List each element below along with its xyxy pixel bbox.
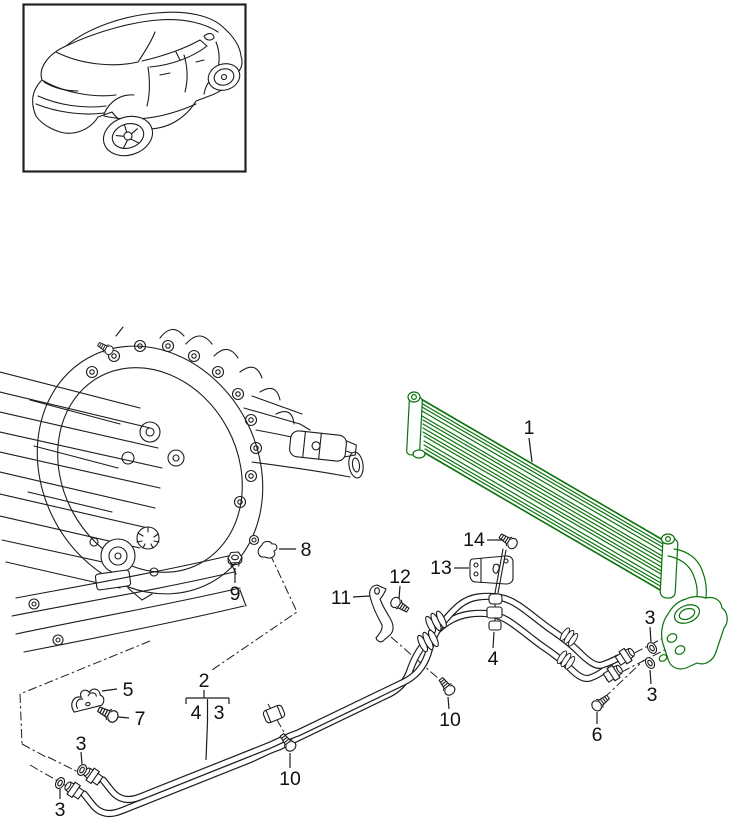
callout-13: 13	[430, 557, 469, 579]
transmission-drawing	[0, 326, 364, 653]
oil-pan	[11, 555, 247, 653]
callout-label: 10	[439, 709, 461, 731]
callout-label: 2	[199, 670, 210, 692]
oil-cooler	[406, 391, 728, 670]
callout-sub-label: 4	[191, 702, 202, 724]
callout-label: 3	[76, 733, 87, 755]
cooler-core	[420, 398, 668, 595]
callout-6: 6	[592, 712, 603, 746]
car-inset	[22, 3, 247, 173]
support-bracket-11	[369, 584, 394, 643]
pipe-fitting	[61, 778, 86, 802]
output-shaft	[243, 395, 364, 479]
pipe-fitting	[613, 644, 638, 668]
callout-label: 8	[301, 539, 312, 561]
callout-label: 4	[488, 648, 499, 670]
callout-10-right: 10	[439, 696, 461, 731]
callout-3-left-upper: 3	[76, 733, 87, 765]
car-line-drawing	[32, 11, 243, 157]
screw-10-right	[436, 675, 458, 698]
oil-pipes	[61, 592, 638, 818]
cooler-manifold	[658, 548, 728, 670]
callout-label: 6	[592, 724, 603, 746]
callout-10-left: 10	[279, 753, 301, 790]
bell-housing	[36, 345, 264, 595]
starter-motor	[289, 430, 357, 462]
mounting-bracket-13	[469, 548, 514, 599]
screw-14	[496, 530, 520, 552]
callouts: 1 2 4 3 3 3 3 3 4 5	[55, 417, 658, 821]
pipe-junction-collar	[423, 608, 449, 636]
callout-label: 3	[55, 799, 66, 821]
callout-8: 8	[279, 539, 311, 561]
housing-face-hubs	[121, 421, 185, 467]
callout-1: 1	[524, 417, 535, 463]
callout-label: 7	[135, 708, 146, 730]
pan-bolts	[28, 598, 64, 646]
car-rear-wheel	[102, 115, 154, 157]
callout-sub-label: 3	[214, 702, 225, 724]
car-front-wheel	[207, 63, 241, 91]
pipe-coupling	[557, 625, 581, 649]
callout-7: 7	[117, 708, 146, 730]
cooler-right-tank	[659, 533, 679, 599]
callout-label: 1	[524, 417, 535, 439]
o-ring	[644, 640, 660, 656]
nut-9	[227, 551, 243, 567]
callout-label: 3	[645, 607, 656, 629]
callout-4: 4	[488, 631, 499, 670]
cooler-left-tank	[406, 391, 426, 459]
callout-label: 12	[389, 566, 411, 588]
o-ring	[642, 655, 658, 671]
bolt-7	[95, 703, 121, 725]
engine-bolt-icon	[95, 339, 116, 357]
callout-label: 3	[647, 684, 658, 706]
pipe-clamp	[71, 688, 105, 713]
hardware	[53, 530, 660, 791]
callout-label: 14	[463, 529, 485, 551]
pipe-clip-4	[486, 593, 503, 631]
callout-label: 9	[230, 583, 241, 605]
callout-label: 11	[331, 587, 351, 609]
callout-3-left-lower: 3	[55, 789, 66, 821]
pipe-union-sleeve	[262, 704, 286, 724]
callout-2-group: 2 4 3	[185, 670, 230, 761]
callout-label: 13	[430, 557, 452, 579]
callout-12: 12	[389, 566, 411, 600]
valve-body	[89, 526, 160, 601]
callout-label: 5	[123, 679, 134, 701]
callout-5: 5	[101, 679, 134, 701]
bell-housing-bolts	[85, 339, 263, 509]
callout-3-right-lower: 3	[647, 669, 658, 706]
retaining-clip	[248, 534, 278, 559]
callout-label: 10	[279, 768, 301, 790]
callout-14: 14	[463, 529, 503, 551]
bolt-6	[589, 692, 612, 714]
callout-11: 11	[331, 587, 371, 609]
callout-9: 9	[230, 568, 241, 605]
housing-ribs	[159, 328, 295, 425]
screw-12	[388, 594, 412, 616]
callout-3-right-upper: 3	[645, 607, 656, 643]
